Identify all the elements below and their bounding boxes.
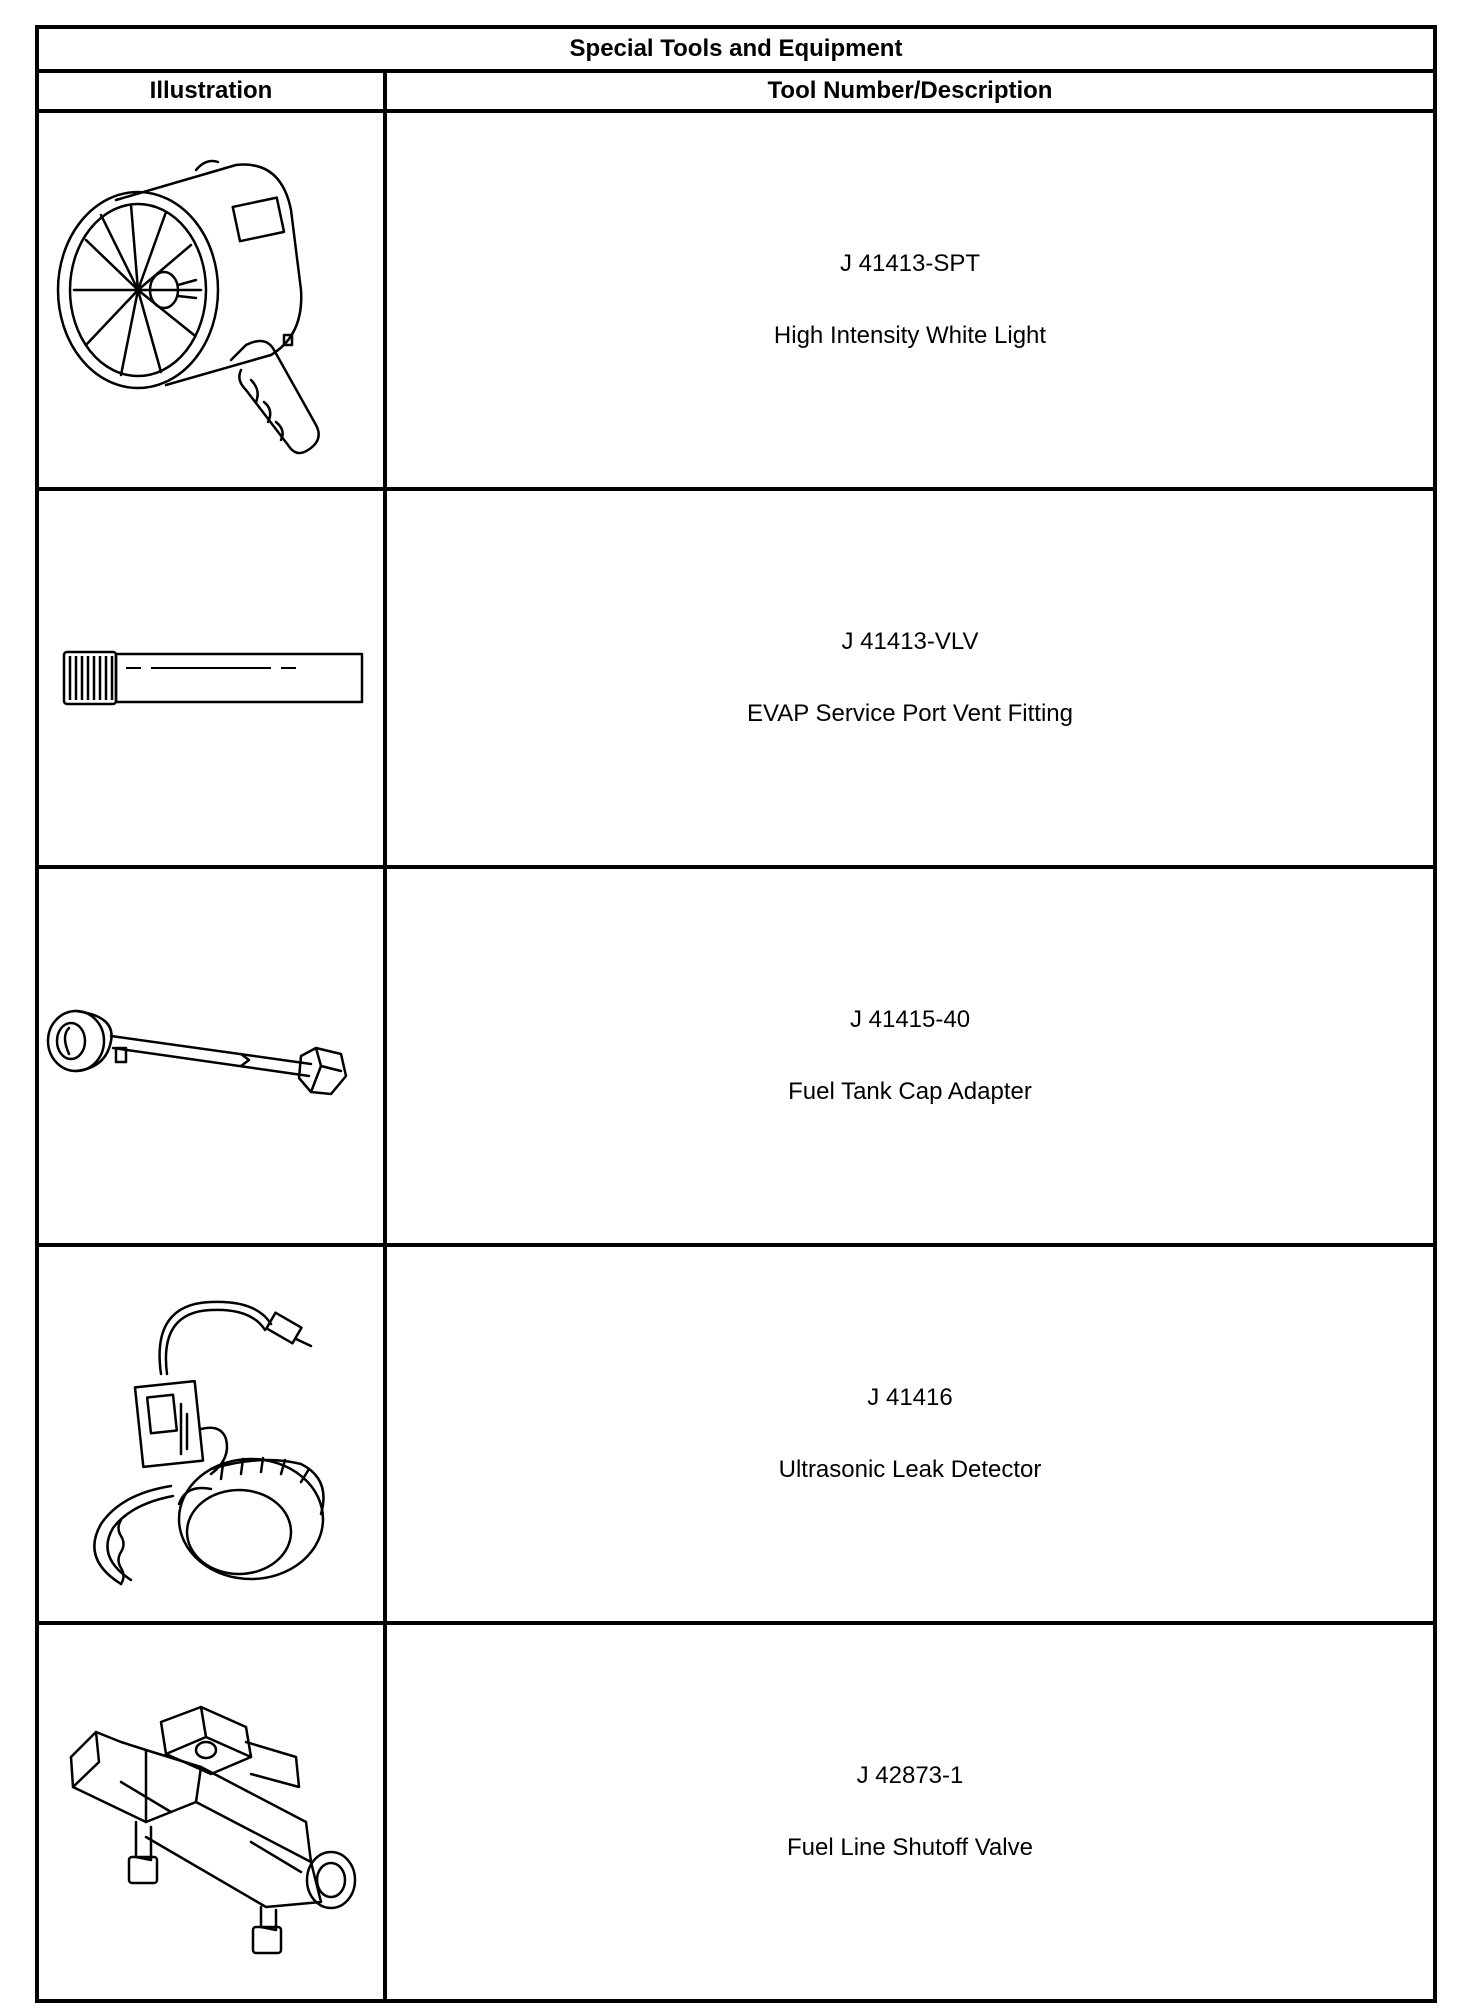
table-row: J 41416 Ultrasonic Leak Detector bbox=[35, 1243, 1437, 1625]
description-cell: J 41416 Ultrasonic Leak Detector bbox=[383, 1243, 1437, 1625]
tool-number: J 41413-SPT bbox=[839, 250, 981, 277]
tool-description: High Intensity White Light bbox=[773, 322, 1047, 349]
tool-number: J 42873-1 bbox=[856, 1762, 964, 1789]
header-illustration: Illustration bbox=[35, 69, 387, 113]
table-row: J 41415-40 Fuel Tank Cap Adapter bbox=[35, 865, 1437, 1247]
illustration-cell bbox=[35, 109, 387, 491]
illustration-cell bbox=[35, 865, 387, 1247]
table-row: J 42873-1 Fuel Line Shutoff Valve bbox=[35, 1621, 1437, 2003]
spotlight-icon bbox=[56, 159, 320, 455]
illustration-cell bbox=[35, 1243, 387, 1625]
shutoff-valve-icon bbox=[69, 1705, 357, 1955]
table-title: Special Tools and Equipment bbox=[35, 25, 1437, 73]
leak-detector-icon bbox=[93, 1300, 325, 1586]
illustration-cell bbox=[35, 487, 387, 869]
table-row: J 41413-SPT High Intensity White Light bbox=[35, 109, 1437, 491]
special-tools-table: Special Tools and Equipment Illustration… bbox=[35, 25, 1437, 2003]
description-cell: J 41415-40 Fuel Tank Cap Adapter bbox=[383, 865, 1437, 1247]
tool-number: J 41415-40 bbox=[849, 1006, 971, 1033]
tool-description: Fuel Tank Cap Adapter bbox=[788, 1078, 1032, 1105]
vent-fitting-icon bbox=[62, 650, 364, 706]
table-row: J 41413-VLV EVAP Service Port Vent Fitti… bbox=[35, 487, 1437, 869]
tool-description: EVAP Service Port Vent Fitting bbox=[747, 700, 1073, 727]
description-cell: J 41413-VLV EVAP Service Port Vent Fitti… bbox=[383, 487, 1437, 869]
tool-number: J 41413-VLV bbox=[841, 628, 979, 655]
tool-description: Ultrasonic Leak Detector bbox=[778, 1456, 1042, 1483]
description-cell: J 41413-SPT High Intensity White Light bbox=[383, 109, 1437, 491]
description-cell: J 42873-1 Fuel Line Shutoff Valve bbox=[383, 1621, 1437, 2003]
tool-description: Fuel Line Shutoff Valve bbox=[787, 1834, 1033, 1861]
tool-number: J 41416 bbox=[867, 1384, 953, 1411]
header-tool-description: Tool Number/Description bbox=[383, 69, 1437, 113]
cap-adapter-icon bbox=[46, 1009, 348, 1096]
illustration-cell bbox=[35, 1621, 387, 2003]
special-tools-sheet: Special Tools and Equipment Illustration… bbox=[35, 25, 1437, 2003]
